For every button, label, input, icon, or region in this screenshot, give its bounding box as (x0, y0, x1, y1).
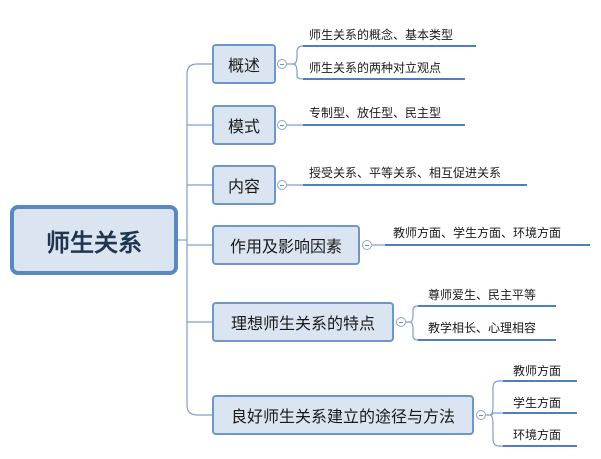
leaf-label: 教师方面、学生方面、环境方面 (393, 226, 562, 240)
leaf-node[interactable]: 学生方面 (513, 393, 561, 413)
branch-node-ideal-features[interactable]: 理想师生关系的特点 (212, 302, 394, 342)
branch-node-influence[interactable]: 作用及影响因素 (212, 225, 360, 265)
leaf-node[interactable]: 教学相长、心理相容 (428, 318, 536, 338)
connector-leaf-6-3 (489, 414, 503, 447)
leaf-node[interactable]: 师生关系的两种对立观点 (309, 58, 441, 78)
leaf-node[interactable]: 尊师爱生、民主平等 (428, 285, 536, 305)
connector-leaf-1-2 (292, 63, 306, 80)
branch-node-content[interactable]: 内容 (212, 165, 276, 205)
connector-leaf-5-1 (406, 305, 420, 323)
leaf-node[interactable]: 教师方面、学生方面、环境方面 (393, 223, 561, 243)
leaf-label: 环境方面 (513, 428, 562, 442)
leaf-node[interactable]: 教师方面 (513, 361, 561, 381)
branch-label: 内容 (227, 177, 260, 196)
leaf-node[interactable]: 环境方面 (513, 425, 561, 445)
leaf-label: 师生关系的概念、基本类型 (309, 28, 454, 42)
branch-node-overview[interactable]: 概述 (212, 44, 276, 84)
collapse-icon[interactable] (277, 120, 287, 130)
root-node[interactable]: 师生关系 (10, 205, 178, 275)
branch-label: 良好师生关系建立的途径与方法 (230, 407, 455, 426)
leaf-node[interactable]: 专制型、放任型、民主型 (309, 103, 441, 123)
branch-label: 理想师生关系的特点 (230, 314, 375, 333)
branch-label: 概述 (227, 56, 260, 75)
leaf-label: 教师方面 (513, 364, 562, 378)
branch-label: 模式 (227, 117, 260, 136)
leaf-node[interactable]: 授受关系、平等关系、相互促进关系 (309, 163, 501, 183)
collapse-icon[interactable] (362, 240, 372, 250)
branch-node-mode[interactable]: 模式 (212, 105, 276, 145)
root-label: 师生关系 (46, 228, 142, 257)
collapse-icon[interactable] (396, 317, 406, 327)
collapse-icon[interactable] (476, 410, 486, 420)
leaf-label: 专制型、放任型、民主型 (309, 106, 442, 120)
branch-label: 作用及影响因素 (229, 237, 342, 256)
connector-leaf-6-1 (486, 380, 503, 416)
leaf-label: 师生关系的两种对立观点 (309, 61, 442, 75)
collapse-icon[interactable] (277, 180, 287, 190)
collapse-icon[interactable] (277, 59, 287, 69)
leaf-label: 授受关系、平等关系、相互促进关系 (309, 166, 502, 180)
connector-branch-6 (186, 404, 212, 416)
leaf-label: 教学相长、心理相容 (428, 321, 537, 335)
connector-leaf-5-2 (409, 321, 420, 341)
connector-leaf-1-1 (287, 45, 306, 65)
leaf-node[interactable]: 师生关系的概念、基本类型 (309, 25, 453, 45)
branch-node-methods[interactable]: 良好师生关系建立的途径与方法 (212, 395, 474, 435)
leaf-label: 尊师爱生、民主平等 (428, 288, 537, 302)
leaf-label: 学生方面 (513, 396, 562, 410)
connector-branch-1 (186, 63, 212, 75)
